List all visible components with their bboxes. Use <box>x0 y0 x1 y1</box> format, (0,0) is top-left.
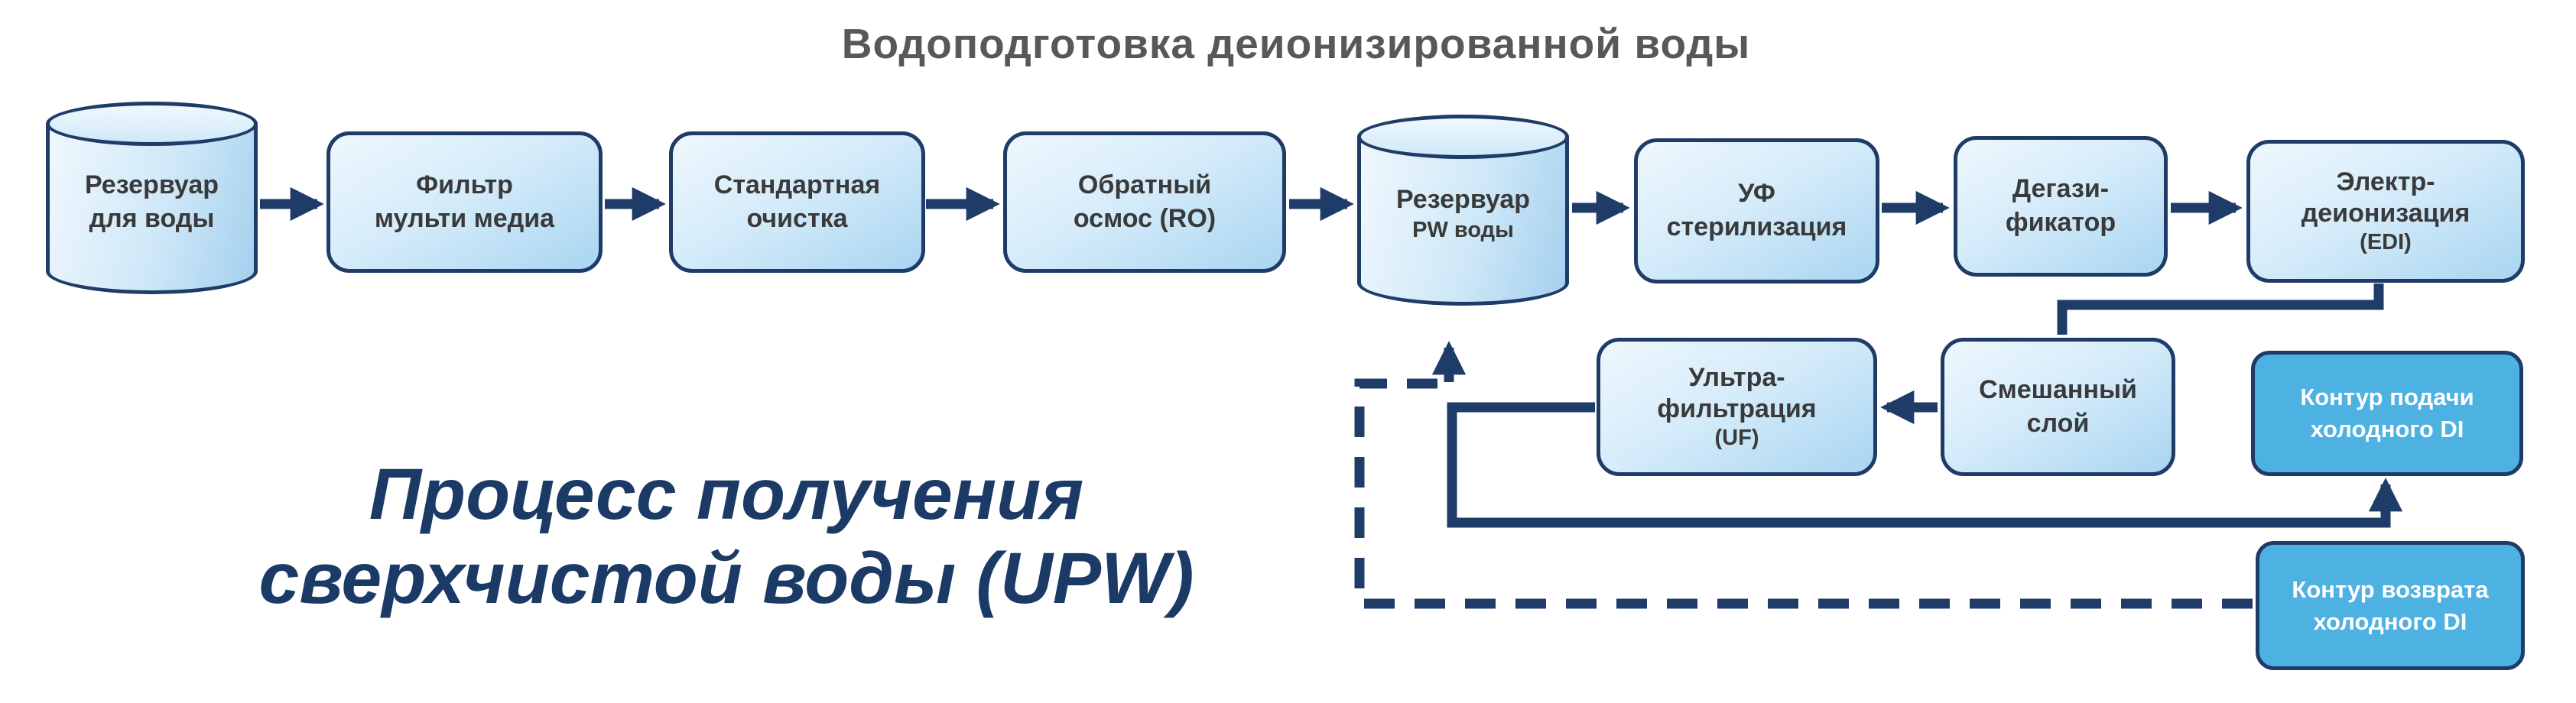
label-line: Дегази- <box>2012 174 2110 204</box>
cylinder-top-ellipse <box>46 102 258 146</box>
label-line: Контур подачи <box>2300 384 2474 411</box>
label-line: холодного DI <box>2313 607 2467 635</box>
label-line: Стандартная <box>713 170 881 199</box>
label-line: Резервуар <box>84 170 219 200</box>
cylinder-body <box>1357 137 1569 306</box>
caption-line-1: Процесс получения <box>369 454 1084 535</box>
node-electrodeionization: Электр- деионизация (EDI) <box>2246 140 2525 283</box>
diagram-title: Водоподготовка деионизированной воды <box>841 20 1751 67</box>
node-multimedia-filter: Фильтр мульти медиа <box>326 131 603 273</box>
label-line: Резервуар <box>1395 184 1531 214</box>
node-reverse-osmosis: Обратный осмос (RO) <box>1003 131 1286 273</box>
node-cold-di-supply-loop: Контур подачи холодного DI <box>2251 351 2523 476</box>
node-standard-treatment: Стандартная очистка <box>669 131 925 273</box>
label-line: Электр- <box>2336 167 2435 197</box>
label-line: для воды <box>89 204 215 234</box>
label-line: фикатор <box>2005 208 2116 237</box>
node-uv-sterilization: УФ стерилизация <box>1634 138 1879 283</box>
process-caption: Процесс получения сверхчистой воды (UPW) <box>214 452 1239 620</box>
node-label: Резервуар для воды <box>46 168 258 235</box>
node-mixed-bed: Смешанный слой <box>1941 338 2175 476</box>
label-line: Фильтр <box>416 170 513 199</box>
label-line: (EDI) <box>2360 229 2412 254</box>
label-line: (UF) <box>1714 425 1759 450</box>
label-line: PW воды <box>1412 218 1514 243</box>
node-label: Резервуар PW воды <box>1357 183 1569 245</box>
label-line: фильтрация <box>1657 394 1817 424</box>
label-line: мульти медиа <box>374 203 555 233</box>
node-cold-di-return-loop: Контур возврата холодного DI <box>2256 541 2525 670</box>
label-line: очистка <box>746 203 848 233</box>
label-line: Контур возврата <box>2292 575 2489 603</box>
label-line: осмос (RO) <box>1073 203 1217 233</box>
node-raw-water-tank: Резервуар для воды <box>46 102 258 294</box>
node-ultrafiltration: Ультра- фильтрация (UF) <box>1597 338 1877 476</box>
caption-line-2: сверхчистой воды (UPW) <box>258 538 1194 620</box>
cylinder-body <box>46 124 258 294</box>
label-line: Обратный <box>1077 170 1212 199</box>
connector-edi-to-mixed-bed <box>2057 283 2384 335</box>
label-line: УФ <box>1738 179 1775 209</box>
label-line: Смешанный <box>1979 374 2137 404</box>
label-line: слой <box>2026 408 2090 438</box>
label-line: Ультра- <box>1688 363 1785 393</box>
label-line: стерилизация <box>1666 212 1847 241</box>
node-degasifier: Дегази- фикатор <box>1954 136 2168 277</box>
label-line: холодного DI <box>2310 416 2464 442</box>
label-line: деионизация <box>2301 199 2470 228</box>
connector-uf-to-supply-loop <box>1447 402 2403 528</box>
node-pw-water-tank: Резервуар PW воды <box>1357 115 1569 306</box>
cylinder-top-ellipse <box>1357 115 1569 159</box>
